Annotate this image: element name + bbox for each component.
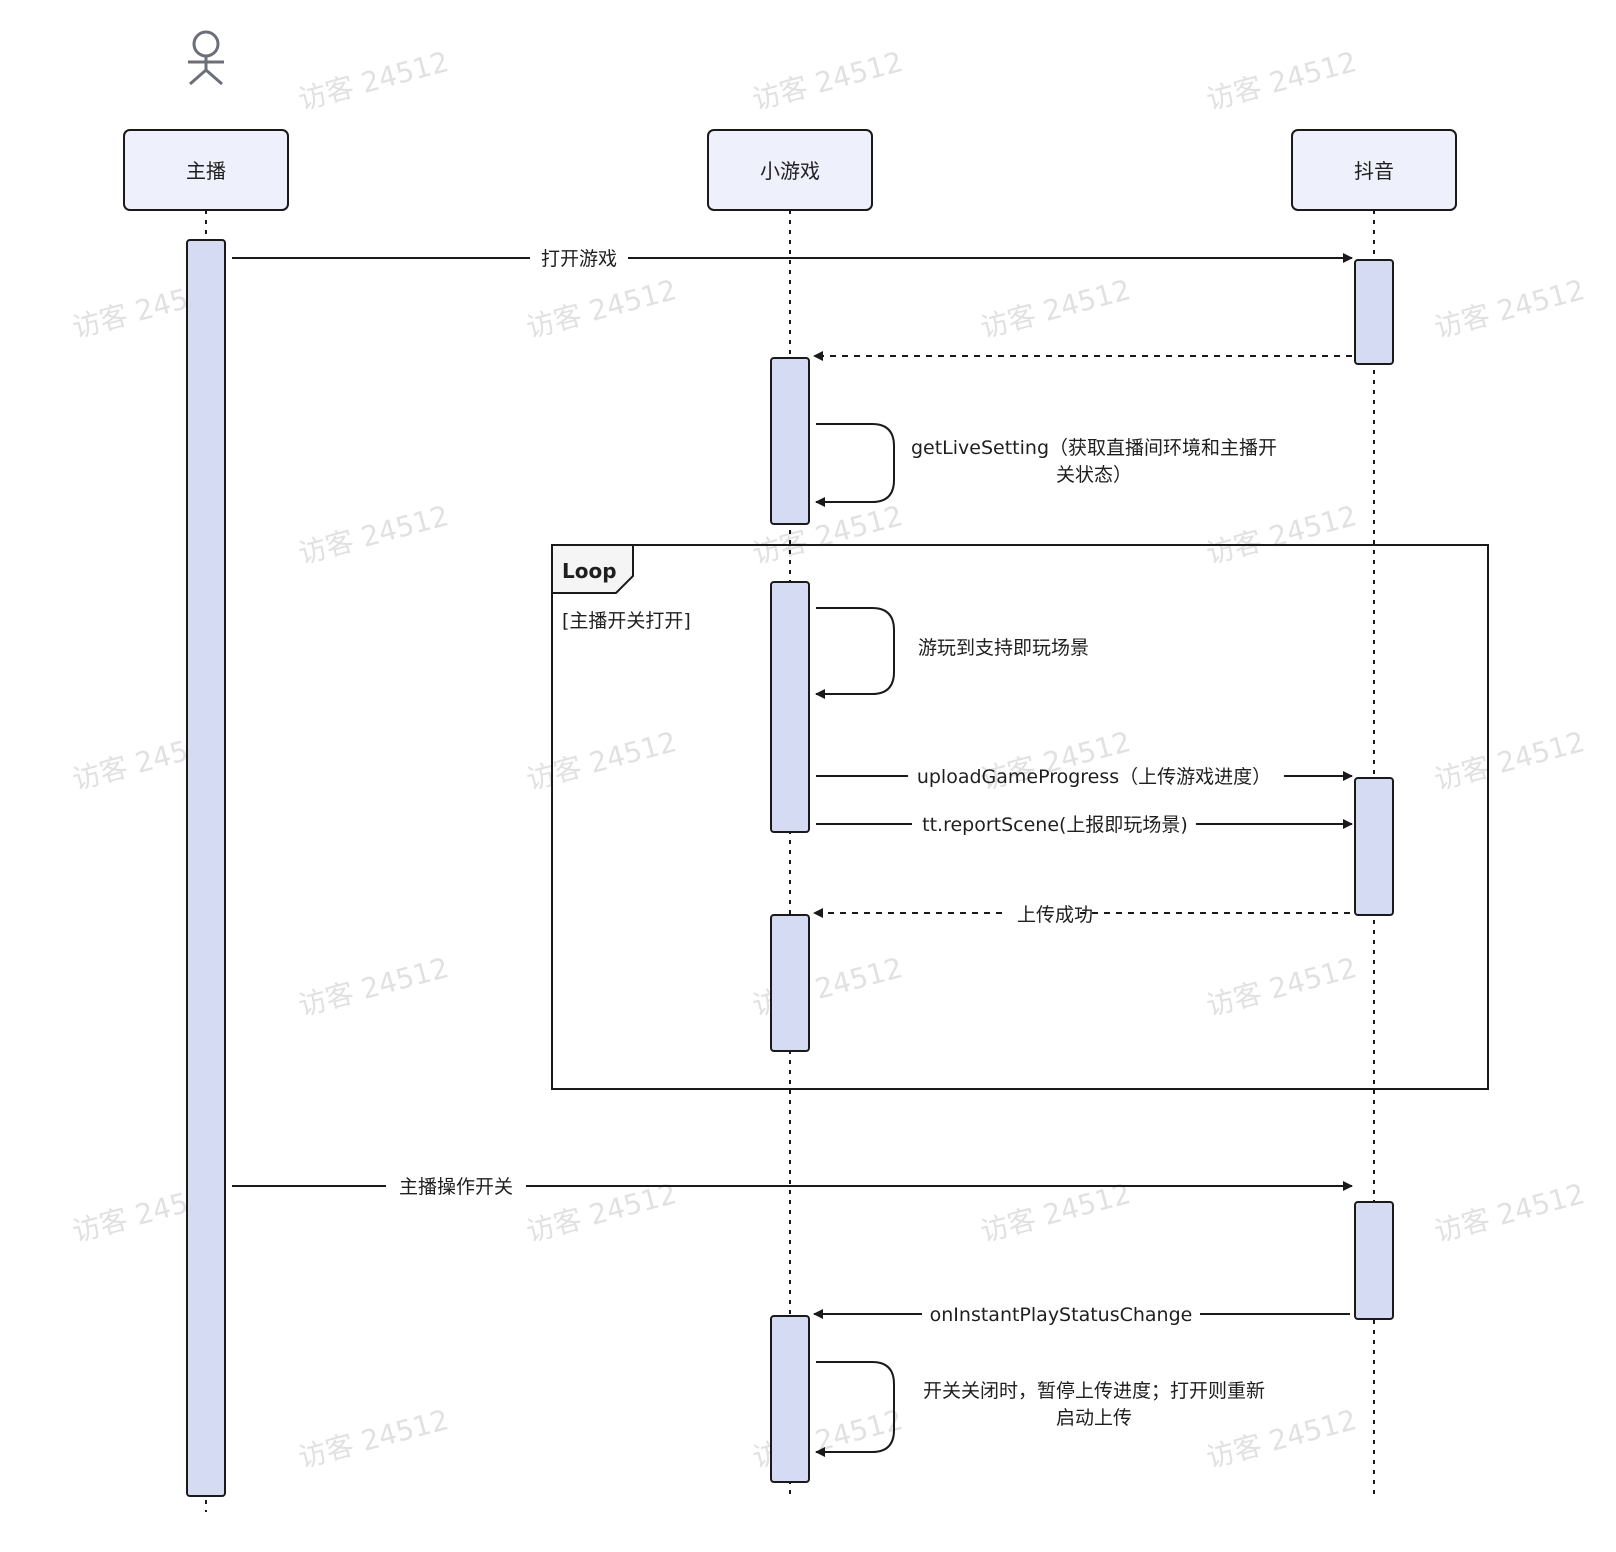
watermark-text: 访客 24512 xyxy=(295,499,452,571)
loop-guard: [主播开关打开] xyxy=(562,610,691,632)
watermark-text: 访客 24512 xyxy=(523,273,680,345)
loop-title: Loop xyxy=(562,559,617,583)
message-host-toggle: 主播操作开关 xyxy=(232,1176,1353,1198)
activation-game-2 xyxy=(770,581,810,833)
watermark-text: 访客 24512 xyxy=(977,1177,1134,1249)
watermark-text: 访客 24512 xyxy=(523,725,680,797)
loop-frame: Loop [主播开关打开] xyxy=(551,544,1489,1090)
message-get-live-setting-label-1: getLiveSetting（获取直播间环境和主播开 xyxy=(911,437,1277,459)
watermark-text: 访客 24512 xyxy=(523,1177,680,1249)
activation-game-3 xyxy=(770,914,810,1052)
participant-host[interactable]: 主播 xyxy=(123,129,289,211)
participant-douyin[interactable]: 抖音 xyxy=(1291,129,1457,211)
message-status-change: onInstantPlayStatusChange xyxy=(813,1304,1350,1326)
watermark-text: 访客 24512 xyxy=(295,45,452,117)
message-pause-upload-label-2: 启动上传 xyxy=(1056,1407,1132,1429)
activation-douyin-3 xyxy=(1354,1201,1394,1320)
message-pause-upload: 开关关闭时，暂停上传进度；打开则重新 启动上传 xyxy=(815,1361,1265,1457)
activation-host xyxy=(186,239,226,1497)
participant-host-label: 主播 xyxy=(186,159,226,183)
activation-game-4 xyxy=(770,1315,810,1483)
watermark-text: 访客 24512 xyxy=(1431,273,1588,345)
watermark-text: 访客 24512 xyxy=(295,951,452,1023)
message-pause-upload-label-1: 开关关闭时，暂停上传进度；打开则重新 xyxy=(923,1380,1265,1402)
watermark-text: 访客 24512 xyxy=(1203,951,1360,1023)
activation-game-1 xyxy=(770,357,810,525)
participant-douyin-label: 抖音 xyxy=(1354,159,1394,183)
watermark-text: 访客 24512 xyxy=(749,45,906,117)
watermark-text: 访客 24512 xyxy=(1203,45,1360,117)
message-upload-progress: uploadGameProgress（上传游戏进度） xyxy=(816,766,1353,788)
watermark-text: 访客 24512 xyxy=(1431,1177,1588,1249)
watermark-text: 访客 24512 xyxy=(1431,725,1588,797)
message-play-to-scene-label: 游玩到支持即玩场景 xyxy=(918,637,1089,659)
watermark-text: 访客 24512 xyxy=(295,1403,452,1475)
message-upload-progress-label: uploadGameProgress（上传游戏进度） xyxy=(917,766,1271,788)
message-open-game-label: 打开游戏 xyxy=(541,248,617,270)
message-host-toggle-label: 主播操作开关 xyxy=(399,1176,513,1198)
message-upload-success-label: 上传成功 xyxy=(1017,904,1093,926)
participant-game-label: 小游戏 xyxy=(760,159,820,183)
message-get-live-setting-label-2: 关状态） xyxy=(1056,464,1132,486)
watermark-text: 访客 24512 xyxy=(1203,1403,1360,1475)
message-status-change-label: onInstantPlayStatusChange xyxy=(930,1304,1193,1326)
activation-douyin-2 xyxy=(1354,777,1394,916)
message-report-scene-label: tt.reportScene(上报即玩场景) xyxy=(922,814,1188,836)
message-get-live-setting: getLiveSetting（获取直播间环境和主播开 关状态） xyxy=(815,423,1277,507)
message-open-game: 打开游戏 xyxy=(232,248,1353,270)
participant-game[interactable]: 小游戏 xyxy=(707,129,873,211)
message-play-to-scene: 游玩到支持即玩场景 xyxy=(815,607,1089,699)
message-report-scene: tt.reportScene(上报即玩场景) xyxy=(816,814,1353,836)
activation-douyin-1 xyxy=(1354,259,1394,365)
actor-icon xyxy=(188,30,224,86)
watermark-text: 访客 24512 xyxy=(1203,499,1360,571)
watermark-text: 访客 24512 xyxy=(977,273,1134,345)
message-upload-success: 上传成功 xyxy=(813,904,1350,926)
